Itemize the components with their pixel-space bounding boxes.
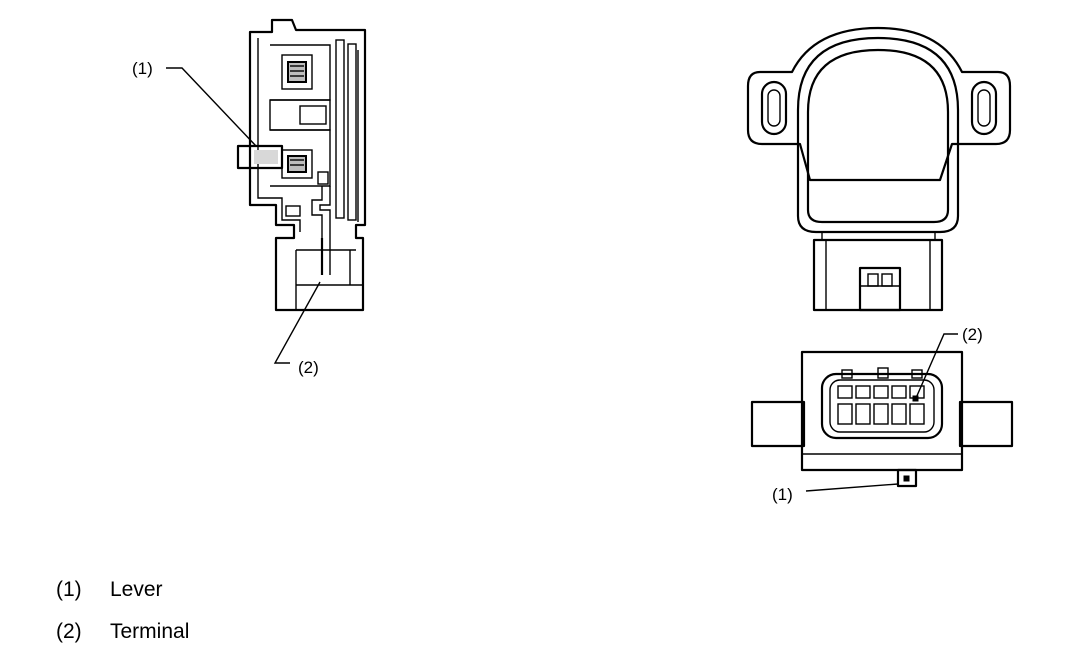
sensor-front-view — [746, 26, 1012, 312]
leader-line-lever-left — [166, 67, 257, 147]
leader-line-terminal-left — [273, 281, 321, 364]
legend-number: (2) — [56, 620, 82, 643]
callout-terminal-left: (2) — [298, 358, 319, 377]
legend-number: (1) — [56, 578, 82, 601]
leader-line-lever-right — [805, 483, 899, 492]
legend-label: Lever — [110, 578, 163, 601]
sensor-cross-section — [236, 18, 367, 312]
callout-lever-left: (1) — [132, 59, 153, 78]
callout-terminal-right: (2) — [962, 325, 983, 344]
sensor-bottom-view — [750, 350, 1014, 488]
leader-line-terminal-right — [915, 333, 958, 399]
callout-lever-right: (1) — [772, 485, 793, 504]
legend-label: Terminal — [110, 620, 190, 643]
